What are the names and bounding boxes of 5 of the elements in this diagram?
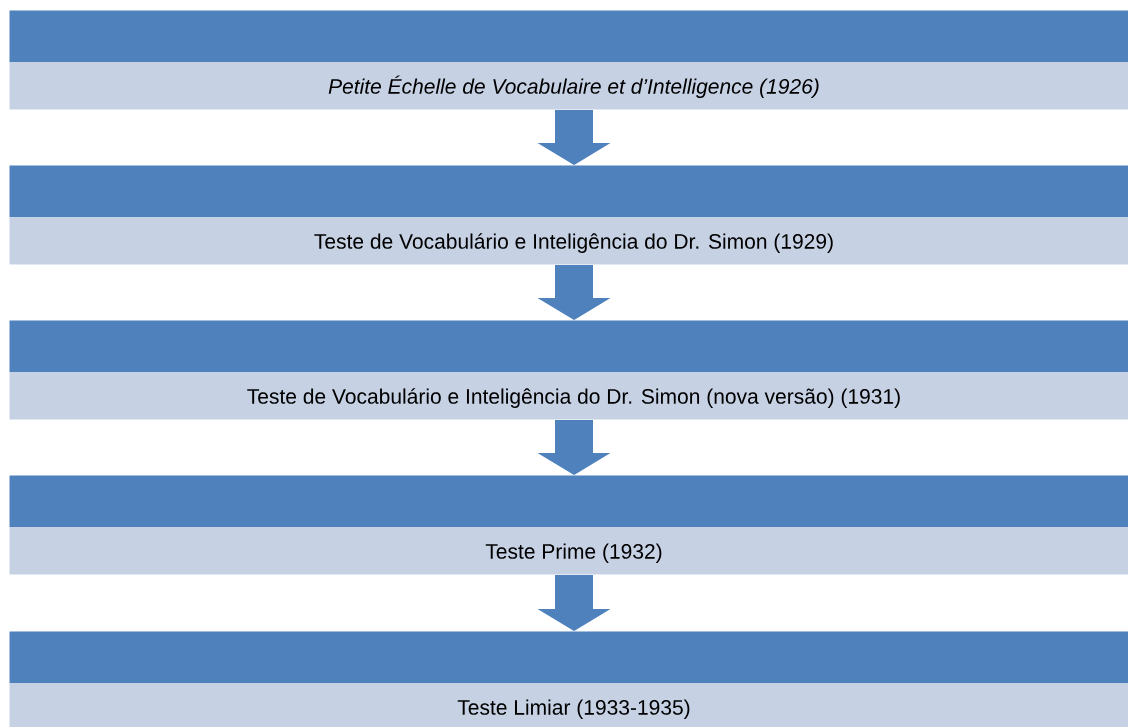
stage-box: Teste Limiar (1933-1935): [8, 630, 1128, 727]
stage-box: Teste de Vocabulário e Inteligência do Dr. Simon (1929): [8, 164, 1128, 266]
stage-box: Teste Prime (1932): [8, 474, 1128, 576]
stage-box: Teste de Vocabulário e Inteligência do Dr. Simon (nova versão) (1931): [8, 319, 1128, 421]
stage-box: Petite Échelle de Vocabulaire et d’Intelligence (1926): [8, 9, 1128, 111]
